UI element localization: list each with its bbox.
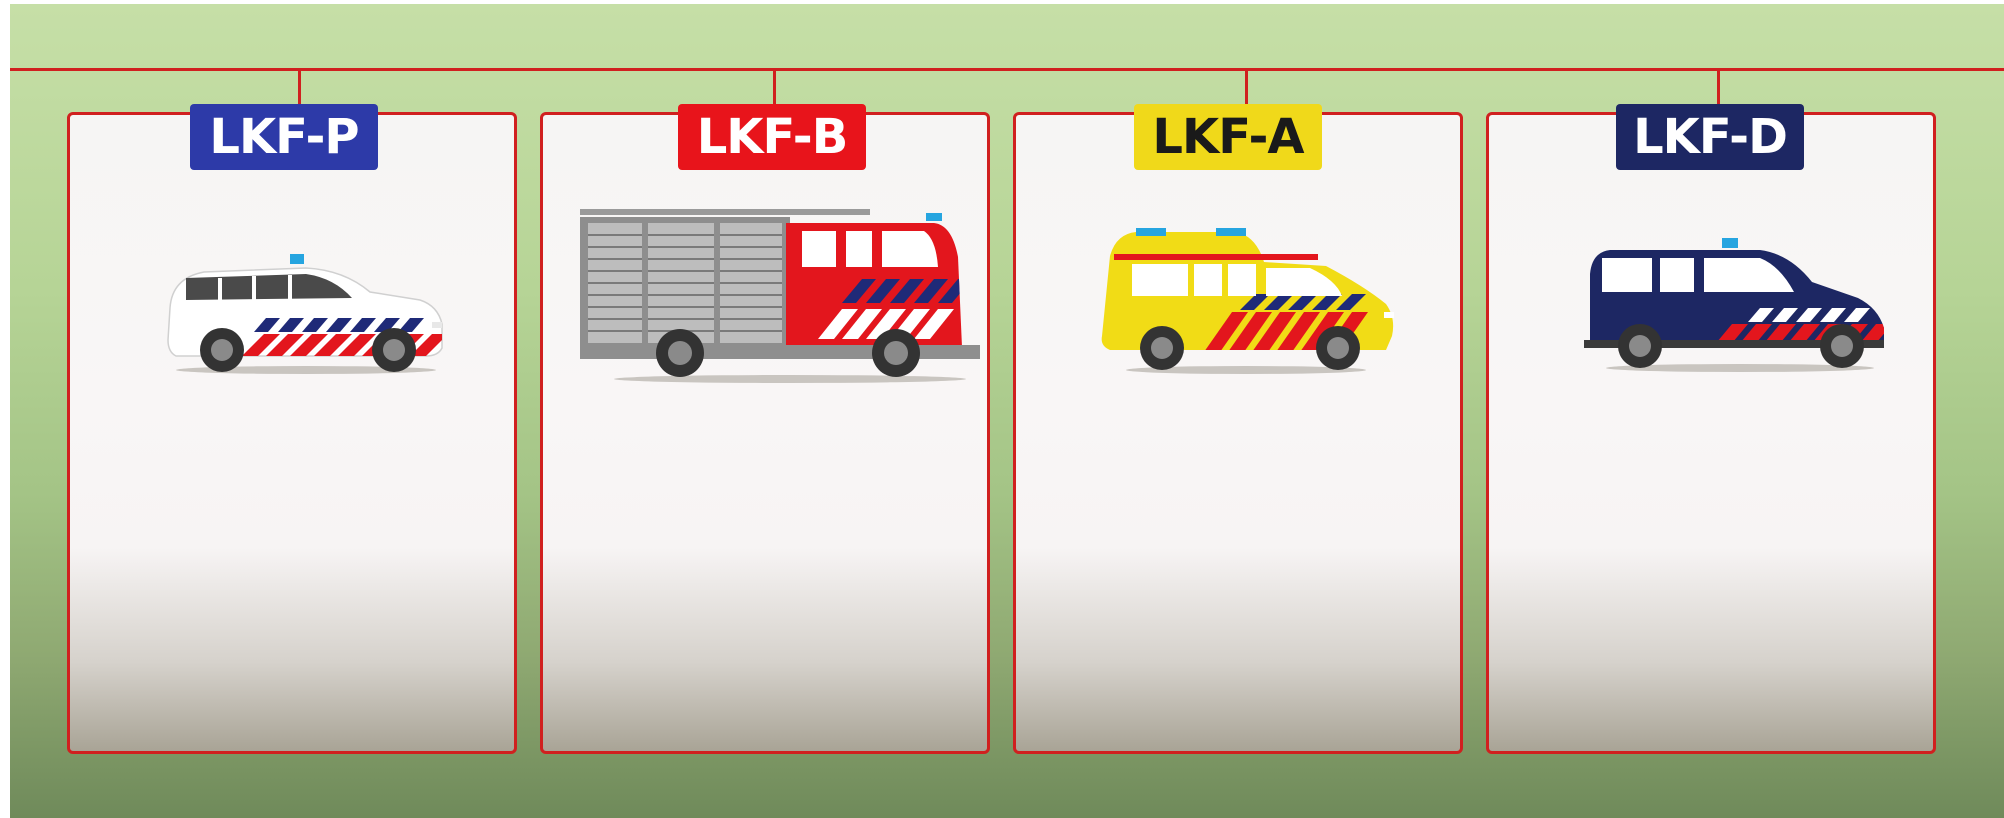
police-car-icon: [156, 248, 466, 378]
tag-lkf-d: LKF-D: [1616, 104, 1804, 170]
panel-lkf-p: [67, 112, 517, 754]
police-van-icon: [1580, 236, 1900, 376]
ambulance-icon: [1096, 226, 1406, 376]
fire-truck-icon: [574, 199, 984, 389]
panel-lkf-a: [1013, 112, 1463, 754]
tag-lkf-b: LKF-B: [678, 104, 866, 170]
panel-lkf-d: [1486, 112, 1936, 754]
connector-rail: [10, 68, 2004, 71]
tag-lkf-a: LKF-A: [1134, 104, 1322, 170]
scene: LKF-P LKF-B LKF-A LKF-D: [10, 4, 2004, 818]
tag-lkf-p: LKF-P: [190, 104, 378, 170]
